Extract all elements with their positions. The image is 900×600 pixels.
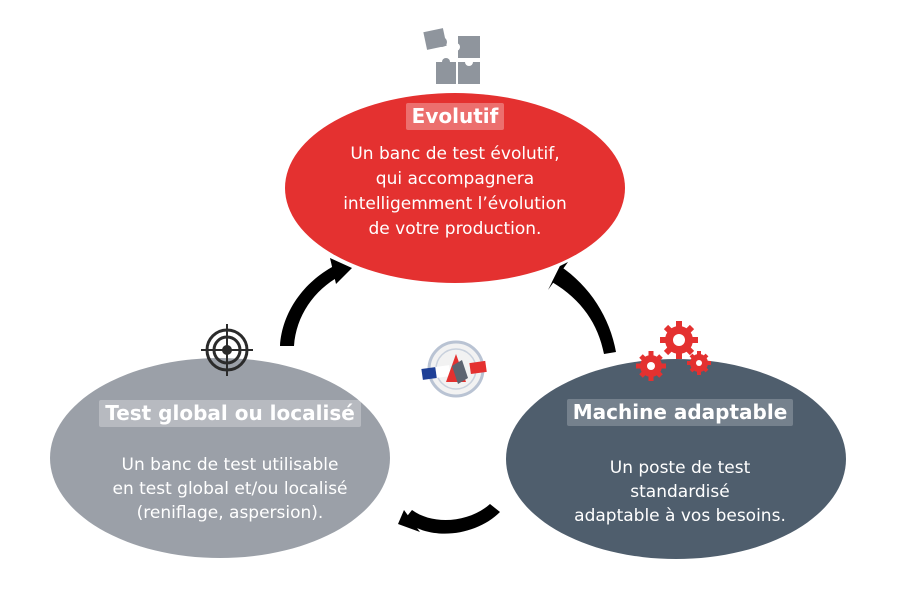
machine-line: Un poste de test	[609, 458, 751, 478]
evolutif-line: Un banc de test évolutif,	[350, 144, 560, 164]
machine-ellipse	[506, 359, 846, 559]
evolutif-node: Evolutif Un banc de test évolutif, qui a…	[290, 103, 620, 242]
global-line: (reniflage, aspersion).	[136, 503, 324, 523]
arrow-machine-to-global	[404, 504, 500, 534]
evolutif-line: qui accompagnera	[375, 169, 535, 189]
global-ellipse	[50, 358, 390, 558]
evolutif-line: de votre production.	[368, 219, 542, 239]
arrow-machine-to-global-head	[398, 510, 420, 532]
global-title: Test global ou localisé	[99, 400, 361, 427]
puzzle-icon	[423, 28, 480, 84]
evolutif-title: Evolutif	[405, 103, 505, 130]
arrow-evolutif-to-machine	[552, 266, 616, 354]
global-line: en test global et/ou localisé	[112, 479, 348, 499]
target-icon	[201, 324, 253, 376]
french-made-badge-icon	[421, 340, 487, 398]
machine-description: Un poste de test standardisé adaptable à…	[510, 456, 850, 528]
global-line: Un banc de test utilisable	[121, 455, 339, 475]
evolutif-line: intelligemment l’évolution	[343, 194, 567, 214]
global-description: Un banc de test utilisable en test globa…	[60, 453, 400, 525]
global-node: Test global ou localisé Un banc de test …	[60, 400, 400, 525]
machine-line: adaptable à vos besoins.	[574, 506, 786, 526]
machine-title: Machine adaptable	[566, 399, 794, 426]
machine-node: Machine adaptable Un poste de test stand…	[510, 399, 850, 528]
cycle-arrows	[280, 258, 616, 534]
gears-icon	[636, 321, 711, 381]
evolutif-description: Un banc de test évolutif, qui accompagne…	[290, 142, 620, 242]
machine-line: standardisé	[630, 482, 730, 502]
evolutif-ellipse	[285, 93, 625, 283]
arrow-global-to-evolutif-head	[330, 258, 352, 284]
arrow-evolutif-to-machine-head	[548, 262, 568, 290]
arrow-global-to-evolutif	[280, 266, 340, 346]
